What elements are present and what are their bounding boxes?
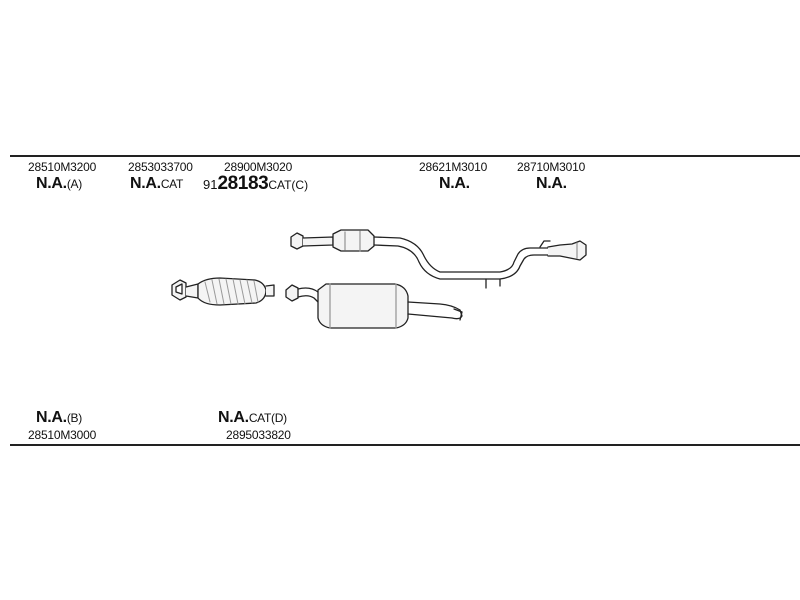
part-number-c: 28900M3020 (224, 160, 293, 174)
code-suffix: (A) (66, 177, 82, 191)
code-suffix: CAT(C) (268, 178, 309, 192)
code-text: N.A. (218, 409, 249, 426)
code-text: 28183 (217, 173, 269, 194)
part-code-d: N.A.CAT(D) (218, 409, 287, 427)
code-suffix: (B) (66, 411, 82, 425)
code-text: N.A. (36, 409, 67, 426)
code-text: N.A. (439, 175, 470, 192)
code-text: N.A. (36, 175, 67, 192)
part-number-a: 28510M3200 (28, 160, 97, 174)
catalytic-converter (171, 277, 275, 306)
code-text: N.A. (536, 175, 567, 192)
part-code-rear: N.A. (536, 175, 567, 193)
code-text: N.A. (130, 175, 161, 192)
code-prefix: 91 (203, 177, 218, 192)
code-suffix: CAT (160, 177, 184, 191)
bottom-divider (10, 444, 800, 446)
part-code-a: N.A.(A) (36, 175, 82, 193)
rear-muffler (285, 283, 463, 329)
part-code-c: 9128183CAT(C) (203, 173, 308, 195)
top-divider (10, 155, 800, 157)
part-number-d: 2895033820 (226, 428, 291, 442)
part-number-b: 28510M3000 (28, 428, 97, 442)
part-code-cat: N.A.CAT (130, 175, 183, 193)
part-number-front-pipe: 28621M3010 (419, 160, 488, 174)
code-suffix: CAT(D) (248, 411, 287, 425)
part-number-cat: 2853033700 (128, 160, 193, 174)
part-code-b: N.A.(B) (36, 409, 82, 427)
part-code-front-pipe: N.A. (439, 175, 470, 193)
part-number-rear: 28710M3010 (517, 160, 586, 174)
front-pipe-resonator (290, 229, 587, 289)
